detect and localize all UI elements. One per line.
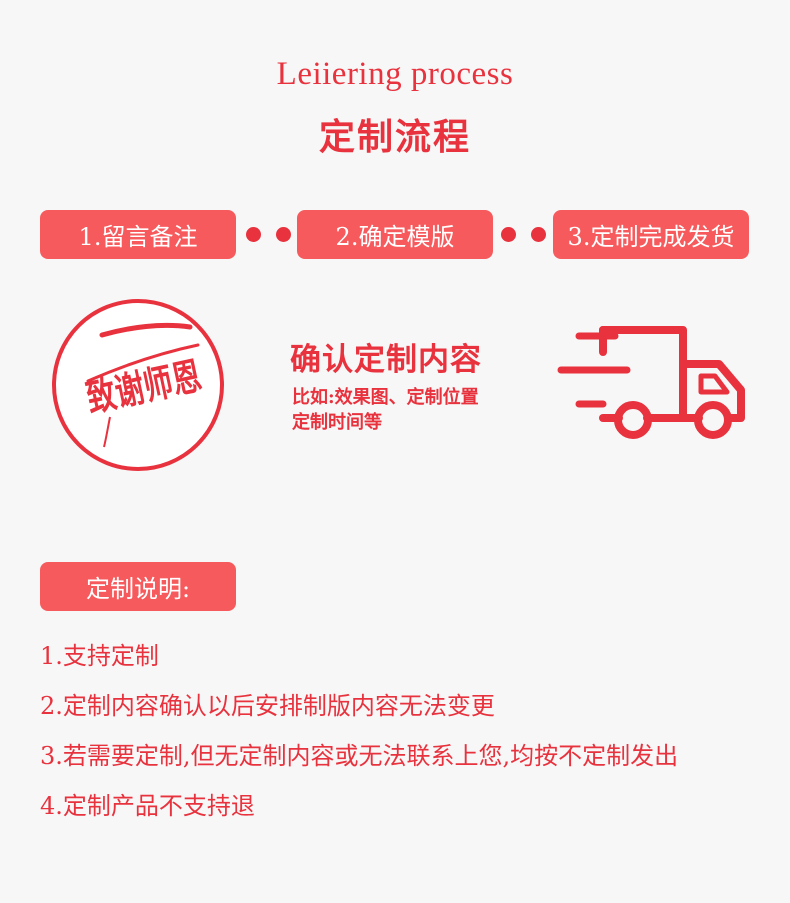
confirm-content-line-2: 定制时间等	[292, 412, 382, 433]
note-item: 4.定制产品不支持退	[40, 792, 255, 820]
title-chinese: 定制流程	[318, 116, 471, 158]
step-connector-dot	[531, 227, 546, 242]
delivery-truck-icon	[557, 318, 749, 444]
step-1-badge: 1.留言备注	[40, 210, 236, 259]
note-item: 1.支持定制	[40, 642, 159, 670]
thanks-teacher-seal-icon: 致谢师恩	[50, 297, 226, 473]
note-item: 3.若需要定制,但无定制内容或无法联系上您,均按不定制发出	[40, 742, 679, 770]
step-connector-dot	[501, 227, 516, 242]
confirm-content-line-1: 比如:效果图、定制位置	[292, 387, 479, 408]
seal-graphic: 致谢师恩	[52, 299, 224, 471]
notes-badge: 定制说明:	[40, 562, 236, 611]
step-connector-dot	[246, 227, 261, 242]
note-item: 2.定制内容确认以后安排制版内容无法变更	[40, 692, 495, 720]
confirm-content-title: 确认定制内容	[290, 342, 482, 378]
step-3-badge: 3.定制完成发货	[553, 210, 749, 259]
step-connector-dot	[276, 227, 291, 242]
step-2-badge: 2.确定模版	[297, 210, 493, 259]
title-english: Leiiering process	[276, 56, 514, 92]
